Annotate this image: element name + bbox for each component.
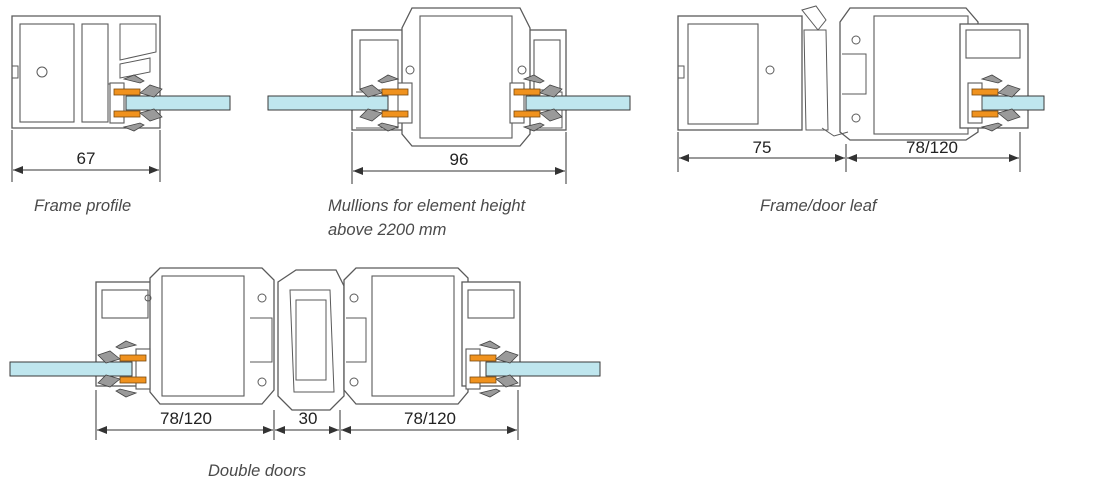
glass-pane-right [485,361,601,377]
dimension-label: 67 [77,149,96,168]
dimension-label-middle: 30 [299,409,318,428]
dimension-label-frame: 75 [753,138,772,157]
glass-pane [981,95,1045,111]
dimension-label-left: 78/120 [160,409,212,428]
glass-pane-right [525,95,631,111]
right-leaf-section [343,267,521,405]
dimension-label: 96 [450,150,469,169]
frame-door-leaf-drawing: 75 78/120 [677,5,1045,172]
caption-mullions-line1: Mullions for element height [328,197,526,215]
glass-pane-left [267,95,389,111]
frame-profile-drawing: 67 [11,15,231,182]
caption-mullions-line2: above 2200 mm [328,221,447,239]
caption-frame-door-leaf: Frame/door leaf [760,197,877,215]
dimension-75-78-120: 75 78/120 [677,132,1021,172]
glass-pane-left [9,361,133,377]
caption-double-doors: Double doors [208,462,307,480]
frame-section [677,5,829,131]
double-doors-drawing: 78/120 30 78/120 [9,267,601,440]
left-leaf-section [95,267,275,405]
dimension-67: 67 [11,130,161,182]
dimension-96: 96 [351,132,567,184]
center-mullion-section [277,269,345,411]
door-leaf-section [821,7,1029,141]
caption-frame-profile: Frame profile [34,197,132,215]
dimension-label-leaf: 78/120 [906,138,958,157]
mullion-drawing: 96 [267,7,631,184]
dimension-double-doors: 78/120 30 78/120 [95,390,519,440]
glass-pane [125,95,231,111]
dimension-label-right: 78/120 [404,409,456,428]
frame-profile-section [11,15,161,129]
caption-mullions: Mullions for element height above 2200 m… [328,194,525,242]
